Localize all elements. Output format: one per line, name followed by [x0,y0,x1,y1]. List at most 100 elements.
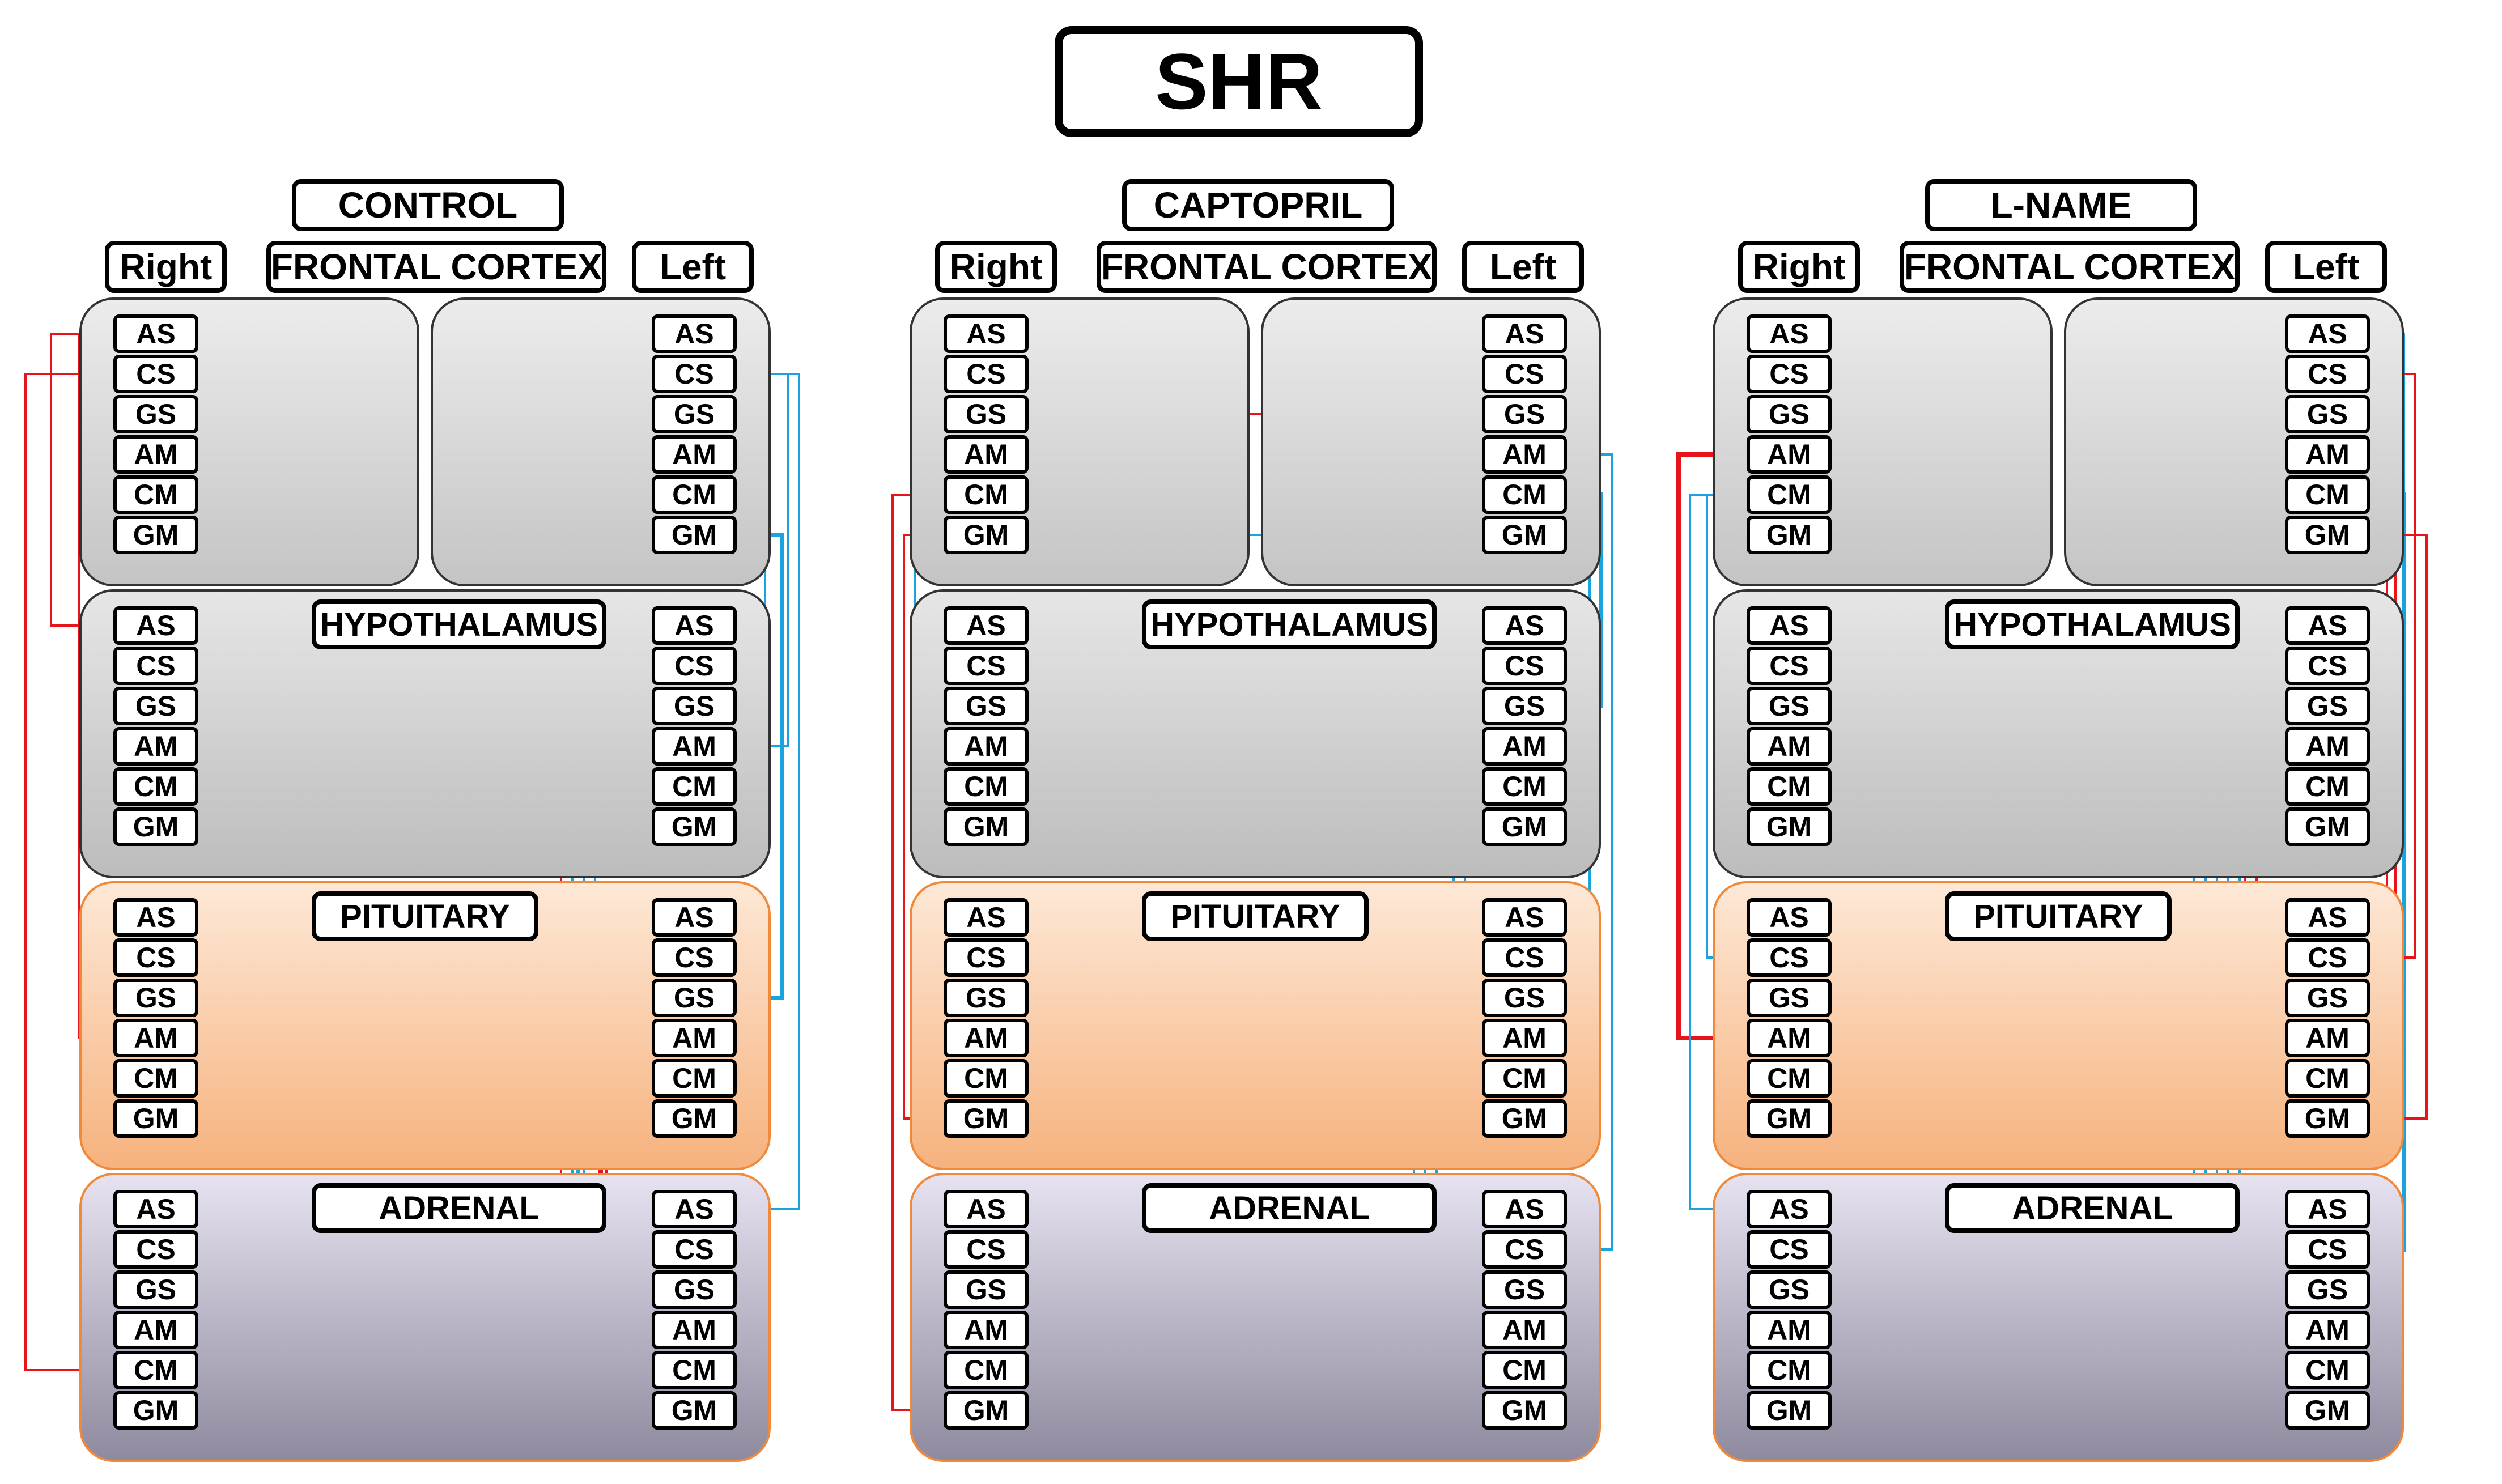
right-node-gm: GM [1747,1391,1832,1430]
left-node-gs: GS [2285,687,2370,725]
right-node-cm: CM [944,767,1029,806]
left-node-am: AM [1482,1019,1567,1057]
condition-label: CONTROL [292,179,564,231]
left-node-gm: GM [652,807,737,846]
left-node-as: AS [652,606,737,645]
left-node-cs: CS [2285,1230,2370,1269]
left-node-cs: CS [1482,355,1567,393]
right-node-as: AS [1747,898,1832,937]
right-node-cm: CM [1747,1059,1832,1098]
main-title: SHR [1055,26,1423,137]
right-node-cs: CS [944,647,1029,685]
region-name: HYPOTHALAMUS [1945,599,2240,649]
right-node-gs: GS [113,979,198,1017]
right-side-label: Right [1738,241,1860,293]
left-node-as: AS [1482,606,1567,645]
left-node-cs: CS [652,355,737,393]
right-node-am: AM [944,1311,1029,1349]
frontal-cortex-header: FRONTAL CORTEX [266,241,606,293]
left-node-gs: GS [652,395,737,433]
left-node-as: AS [2285,1190,2370,1228]
region-name: HYPOTHALAMUS [1142,599,1437,649]
left-node-am: AM [2285,727,2370,766]
right-node-cs: CS [1747,647,1832,685]
left-node-am: AM [652,1019,737,1057]
right-node-cm: CM [113,767,198,806]
right-node-cs: CS [944,355,1029,393]
left-node-gs: GS [1482,687,1567,725]
left-node-cs: CS [652,1230,737,1269]
left-node-cm: CM [652,475,737,514]
right-node-as: AS [1747,1190,1832,1228]
right-node-am: AM [113,1311,198,1349]
left-node-as: AS [1482,898,1567,937]
right-node-cm: CM [944,1059,1029,1098]
left-node-am: AM [1482,435,1567,474]
right-node-cs: CS [1747,938,1832,977]
left-node-cs: CS [1482,647,1567,685]
right-node-as: AS [944,1190,1029,1228]
right-node-cs: CS [113,355,198,393]
right-node-as: AS [1747,606,1832,645]
right-node-gs: GS [1747,395,1832,433]
left-node-am: AM [1482,1311,1567,1349]
left-node-as: AS [652,1190,737,1228]
left-node-as: AS [1482,1190,1567,1228]
right-node-cs: CS [113,1230,198,1269]
right-node-gs: GS [113,395,198,433]
right-node-as: AS [944,606,1029,645]
right-node-cs: CS [944,938,1029,977]
left-node-gm: GM [1482,1391,1567,1430]
right-node-cm: CM [1747,767,1832,806]
left-node-cm: CM [1482,767,1567,806]
left-node-gs: GS [2285,395,2370,433]
left-node-am: AM [652,1311,737,1349]
right-node-gm: GM [944,1099,1029,1138]
right-node-gm: GM [944,1391,1029,1430]
left-node-as: AS [2285,314,2370,353]
left-node-cm: CM [2285,1351,2370,1389]
right-node-cm: CM [113,1059,198,1098]
left-node-gm: GM [652,1391,737,1430]
region-name: HYPOTHALAMUS [312,599,606,649]
right-node-as: AS [1747,314,1832,353]
left-node-gs: GS [652,1270,737,1309]
left-node-gs: GS [1482,395,1567,433]
left-node-gm: GM [2285,1391,2370,1430]
left-node-cm: CM [1482,1059,1567,1098]
left-node-am: AM [2285,435,2370,474]
right-node-am: AM [1747,727,1832,766]
left-node-cm: CM [1482,1351,1567,1389]
right-node-gs: GS [944,1270,1029,1309]
right-node-cs: CS [944,1230,1029,1269]
left-node-cm: CM [2285,475,2370,514]
left-node-as: AS [2285,898,2370,937]
condition-label: L-NAME [1925,179,2197,231]
right-node-gs: GS [1747,979,1832,1017]
left-node-gm: GM [652,516,737,554]
left-node-cs: CS [2285,355,2370,393]
region-name: PITUITARY [1142,891,1369,941]
left-side-label: Left [1462,241,1584,293]
left-node-gs: GS [1482,1270,1567,1309]
frontal-cortex-header: FRONTAL CORTEX [1097,241,1437,293]
right-node-am: AM [1747,1311,1832,1349]
left-node-gs: GS [2285,979,2370,1017]
right-node-gs: GS [944,979,1029,1017]
left-node-cm: CM [2285,1059,2370,1098]
control-right-red-long [24,373,113,1371]
left-node-cm: CM [652,767,737,806]
left-node-as: AS [652,314,737,353]
right-node-as: AS [944,898,1029,937]
right-node-gm: GM [113,1099,198,1138]
region-name: ADRENAL [1142,1183,1437,1233]
left-side-label: Left [632,241,754,293]
right-node-am: AM [1747,1019,1832,1057]
left-side-label: Left [2265,241,2387,293]
right-node-cm: CM [944,475,1029,514]
right-node-gm: GM [113,807,198,846]
right-node-am: AM [944,1019,1029,1057]
right-node-cm: CM [1747,1351,1832,1389]
left-node-gs: GS [2285,1270,2370,1309]
right-node-am: AM [113,727,198,766]
